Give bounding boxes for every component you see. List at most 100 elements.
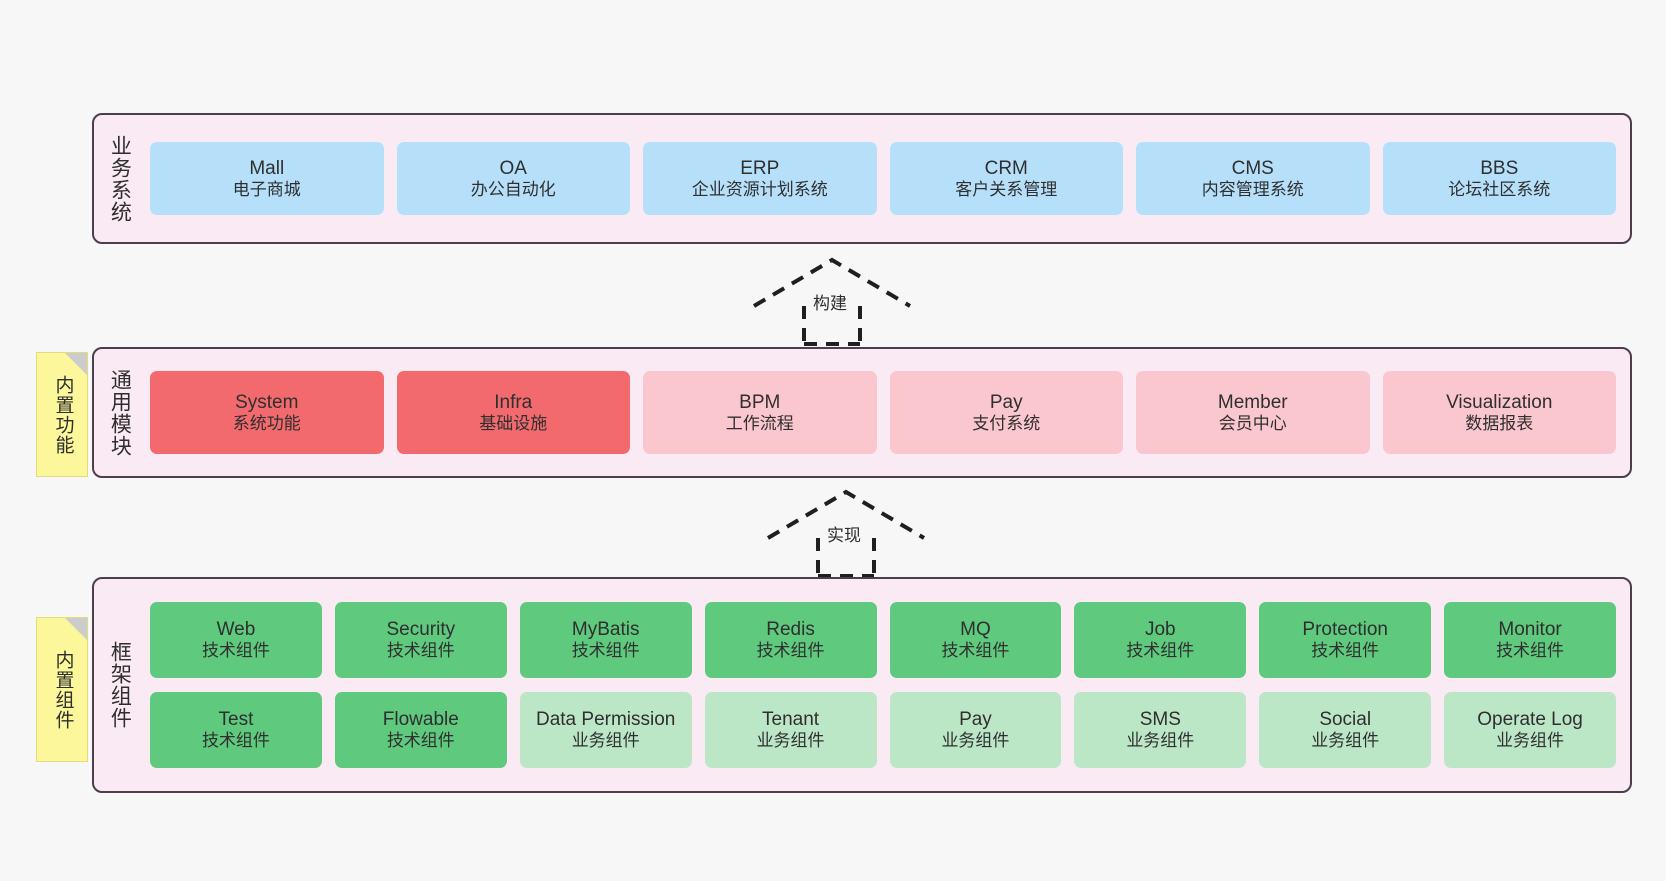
card-title: MQ: [960, 619, 991, 641]
card-system[interactable]: System 系统功能: [150, 371, 384, 454]
panel-body-business: Mall 电子商城 OA 办公自动化 ERP 企业资源计划系统 CRM 客户关系…: [144, 115, 1630, 242]
card-row: Mall 电子商城 OA 办公自动化 ERP 企业资源计划系统 CRM 客户关系…: [150, 142, 1616, 215]
card-subtitle: 工作流程: [725, 413, 794, 433]
panel-business-systems: 业务系统 Mall 电子商城 OA 办公自动化 ERP 企业资源计划系统 CRM…: [92, 113, 1632, 244]
card-visualization[interactable]: Visualization 数据报表: [1382, 371, 1616, 454]
card-subtitle: 业务组件: [571, 731, 640, 751]
card-title: ERP: [740, 157, 780, 179]
card-subtitle: 会员中心: [1218, 413, 1287, 433]
arrow-build-label: 构建: [811, 289, 849, 314]
card-web[interactable]: Web 技术组件: [150, 602, 322, 678]
card-title: CMS: [1231, 157, 1274, 179]
card-title: Monitor: [1498, 619, 1562, 641]
card-tenant[interactable]: Tenant 业务组件: [704, 692, 877, 768]
card-oa[interactable]: OA 办公自动化: [396, 142, 630, 215]
card-bpm[interactable]: BPM 工作流程: [643, 371, 877, 454]
card-title: CRM: [984, 157, 1028, 179]
card-title: Protection: [1302, 619, 1388, 641]
card-crm[interactable]: CRM 客户关系管理: [889, 142, 1123, 215]
card-title: Member: [1217, 391, 1288, 413]
card-title: Infra: [494, 391, 533, 413]
card-subtitle: 办公自动化: [470, 179, 556, 199]
card-subtitle: 技术组件: [201, 731, 270, 751]
panel-title-modules: 通用模块: [108, 368, 132, 457]
card-title: SMS: [1139, 709, 1181, 731]
card-mall[interactable]: Mall 电子商城: [150, 142, 384, 215]
card-infra[interactable]: Infra 基础设施: [396, 371, 630, 454]
card-subtitle: 支付系统: [972, 413, 1041, 433]
panel-title-framework: 框架组件: [108, 641, 132, 729]
card-sms[interactable]: SMS 业务组件: [1074, 692, 1247, 768]
panel-common-modules: 通用模块 System 系统功能 Infra 基础设施 BPM 工作流程 Pay…: [92, 347, 1632, 478]
card-job[interactable]: Job 技术组件: [1074, 602, 1247, 678]
card-title: Job: [1144, 619, 1176, 641]
card-subtitle: 技术组件: [941, 641, 1010, 661]
card-subtitle: 系统功能: [232, 413, 301, 433]
card-title: BPM: [739, 391, 781, 413]
card-title: BBS: [1480, 157, 1519, 179]
card-security[interactable]: Security 技术组件: [334, 602, 507, 678]
card-subtitle: 企业资源计划系统: [691, 179, 828, 199]
card-subtitle: 业务组件: [1496, 731, 1565, 751]
note-builtin-component: 内置组件: [36, 617, 88, 762]
card-cms[interactable]: CMS 内容管理系统: [1136, 142, 1370, 215]
card-data-permission[interactable]: Data Permission 业务组件: [519, 692, 692, 768]
note-label: 内置功能: [52, 374, 74, 455]
card-title: System: [235, 391, 299, 413]
card-row-technical: Web 技术组件 Security 技术组件 MyBatis 技术组件 Redi…: [150, 602, 1616, 678]
card-social[interactable]: Social 业务组件: [1259, 692, 1432, 768]
card-test[interactable]: Test 技术组件: [150, 692, 322, 768]
card-subtitle: 业务组件: [1311, 731, 1380, 751]
card-bbs[interactable]: BBS 论坛社区系统: [1382, 142, 1616, 215]
card-protection[interactable]: Protection 技术组件: [1259, 602, 1432, 678]
dashed-arrow-icon: [752, 257, 912, 346]
card-title: Security: [386, 619, 456, 641]
card-subtitle: 业务组件: [756, 731, 825, 751]
panel-body-framework: Web 技术组件 Security 技术组件 MyBatis 技术组件 Redi…: [144, 579, 1630, 791]
arrow-implement-label: 实现: [825, 521, 863, 546]
card-operate-log[interactable]: Operate Log 业务组件: [1444, 692, 1616, 768]
card-title: Operate Log: [1477, 709, 1583, 731]
card-subtitle: 技术组件: [1496, 641, 1565, 661]
card-subtitle: 业务组件: [941, 731, 1010, 751]
arrow-build: 构建: [752, 257, 912, 346]
card-title: Tenant: [762, 709, 820, 731]
card-subtitle: 客户关系管理: [955, 179, 1058, 199]
card-title: Flowable: [382, 709, 459, 731]
card-subtitle: 技术组件: [571, 641, 640, 661]
card-pay[interactable]: Pay 支付系统: [889, 371, 1123, 454]
card-monitor[interactable]: Monitor 技术组件: [1444, 602, 1616, 678]
note-label: 内置组件: [52, 649, 74, 730]
card-flowable[interactable]: Flowable 技术组件: [334, 692, 507, 768]
panel-body-modules: System 系统功能 Infra 基础设施 BPM 工作流程 Pay 支付系统…: [144, 349, 1630, 476]
card-redis[interactable]: Redis 技术组件: [704, 602, 877, 678]
card-title: OA: [499, 157, 527, 179]
card-subtitle: 电子商城: [232, 179, 301, 199]
card-subtitle: 内容管理系统: [1201, 179, 1304, 199]
card-row: System 系统功能 Infra 基础设施 BPM 工作流程 Pay 支付系统…: [150, 371, 1616, 454]
panel-framework-components: 框架组件 Web 技术组件 Security 技术组件 MyBatis 技术组件…: [92, 577, 1632, 793]
card-title: MyBatis: [571, 619, 640, 641]
card-pay-business[interactable]: Pay 业务组件: [889, 692, 1062, 768]
card-subtitle: 技术组件: [1311, 641, 1380, 661]
card-subtitle: 基础设施: [479, 413, 548, 433]
card-mq[interactable]: MQ 技术组件: [889, 602, 1062, 678]
card-subtitle: 技术组件: [386, 731, 455, 751]
card-erp[interactable]: ERP 企业资源计划系统: [643, 142, 877, 215]
card-row-business: Test 技术组件 Flowable 技术组件 Data Permission …: [150, 692, 1616, 768]
card-title: Visualization: [1446, 391, 1553, 413]
card-title: Mall: [249, 157, 285, 179]
card-subtitle: 技术组件: [386, 641, 455, 661]
card-title: Pay: [989, 391, 1023, 413]
card-member[interactable]: Member 会员中心: [1136, 371, 1370, 454]
panel-title-business: 业务系统: [108, 134, 132, 223]
card-subtitle: 技术组件: [201, 641, 270, 661]
dashed-arrow-icon: [766, 489, 926, 578]
card-title: Social: [1319, 709, 1372, 731]
card-title: Test: [218, 709, 254, 731]
card-subtitle: 技术组件: [1126, 641, 1195, 661]
card-subtitle: 数据报表: [1465, 413, 1534, 433]
card-title: Redis: [766, 619, 815, 641]
card-title: Pay: [959, 709, 992, 731]
card-mybatis[interactable]: MyBatis 技术组件: [519, 602, 692, 678]
